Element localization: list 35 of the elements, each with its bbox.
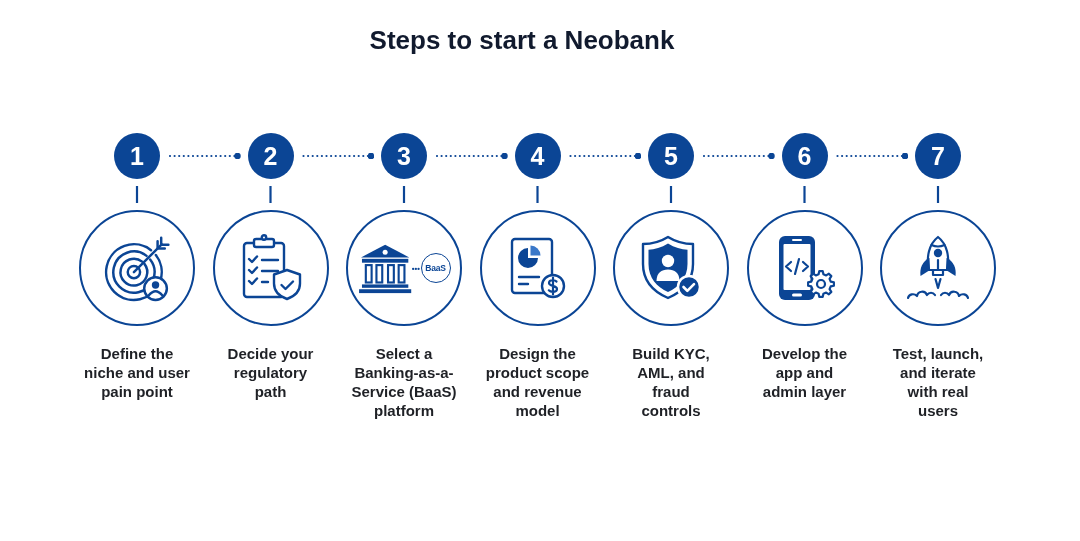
step-number-circle bbox=[247, 133, 294, 179]
step-number-circle bbox=[648, 133, 694, 179]
step-description: Design the product scope and revenue model bbox=[484, 344, 591, 420]
dotted-connector bbox=[702, 152, 775, 160]
step-number: 2 bbox=[263, 143, 278, 169]
step-number: 5 bbox=[664, 143, 678, 169]
connector-line bbox=[269, 186, 272, 203]
step-description: Decide your regulatory path bbox=[226, 344, 315, 401]
step-description: Test, launch, and iterate with real users bbox=[891, 344, 985, 420]
dotted-connector bbox=[435, 152, 508, 160]
dotted-connector bbox=[302, 152, 375, 160]
step-number: 7 bbox=[931, 143, 945, 169]
step-number: 1 bbox=[130, 143, 144, 169]
connector-line bbox=[669, 186, 673, 203]
step-number: 6 bbox=[797, 143, 812, 169]
step-description: Develop the app and admin layer bbox=[761, 344, 848, 401]
step-number-circle bbox=[915, 133, 961, 179]
step-description: Select a Banking-as-a-Service (BaaS) platform bbox=[350, 344, 458, 420]
step-number: 4 bbox=[530, 143, 545, 169]
title: Steps to start a Neobank bbox=[369, 24, 675, 56]
step-description: Define the niche and user pain point bbox=[83, 344, 191, 401]
step-number: 3 bbox=[397, 143, 411, 169]
connector-line bbox=[803, 186, 806, 203]
step-number-circle bbox=[381, 133, 427, 179]
step-description: Build KYC, AML, and fraud controls bbox=[631, 344, 711, 420]
connector-line bbox=[536, 186, 539, 203]
step-number-circle bbox=[781, 133, 828, 179]
dotted-connector bbox=[569, 152, 642, 160]
connector-line bbox=[402, 186, 406, 203]
dotted-connector bbox=[836, 152, 909, 160]
connector-line bbox=[135, 186, 139, 203]
connector-line bbox=[936, 186, 940, 203]
step-number-circle bbox=[114, 133, 160, 179]
step-number-circle bbox=[514, 133, 561, 179]
dotted-connector bbox=[168, 152, 241, 160]
